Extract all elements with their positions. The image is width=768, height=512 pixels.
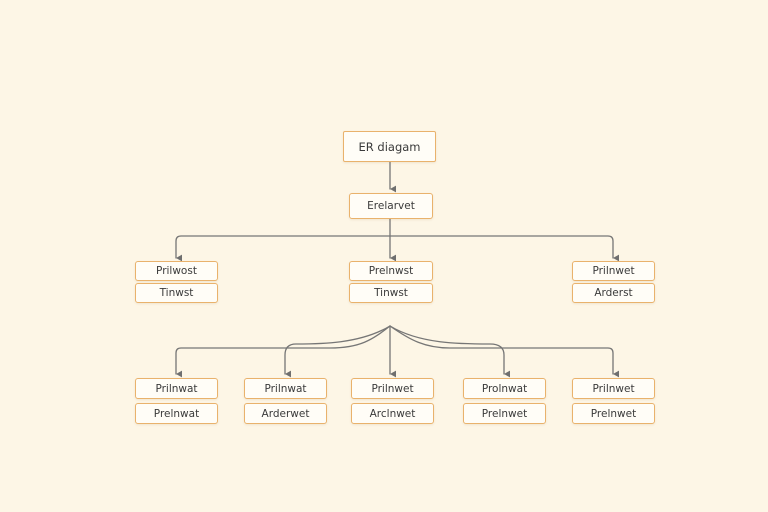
diagram-title-node: ER diagam (343, 131, 436, 162)
level3-3-top-node: Prilnwet (351, 378, 434, 399)
edge-level2-to-level3-second (284, 325, 391, 374)
level3-1-bottom-node: Prelnwat (135, 403, 218, 424)
level3-2-bottom-node: Arderwet (244, 403, 327, 424)
level3-4-bottom-node: Prelnwet (463, 403, 546, 424)
level2-left-bottom-node: Tinwst (135, 283, 218, 303)
level3-5-bottom-node: Prelnwet (572, 403, 655, 424)
level3-2-top-node: Prilnwat (244, 378, 327, 399)
level2-right-bottom-node: Arderst (572, 283, 655, 303)
level3-1-top-node: Prilnwat (135, 378, 218, 399)
edge-level1-to-level2-left (175, 235, 391, 258)
level2-center-top-node: Prelnwst (349, 261, 433, 281)
level3-5-top-node: Prilnwet (572, 378, 655, 399)
level3-4-top-node: Prolnwat (463, 378, 546, 399)
level2-center-bottom-node: Tinwst (349, 283, 433, 303)
edge-level2-to-level3-fourth (389, 325, 504, 374)
level2-right-top-node: Prilnwet (572, 261, 655, 281)
level3-3-bottom-node: Arclnwet (351, 403, 434, 424)
level1-node: Erelarvet (349, 193, 433, 219)
edge-level1-to-level2-right (389, 235, 613, 258)
level2-left-top-node: Prilwost (135, 261, 218, 281)
edge-level2-to-level3-right (389, 325, 613, 374)
edge-level2-to-level3-left (175, 325, 391, 374)
